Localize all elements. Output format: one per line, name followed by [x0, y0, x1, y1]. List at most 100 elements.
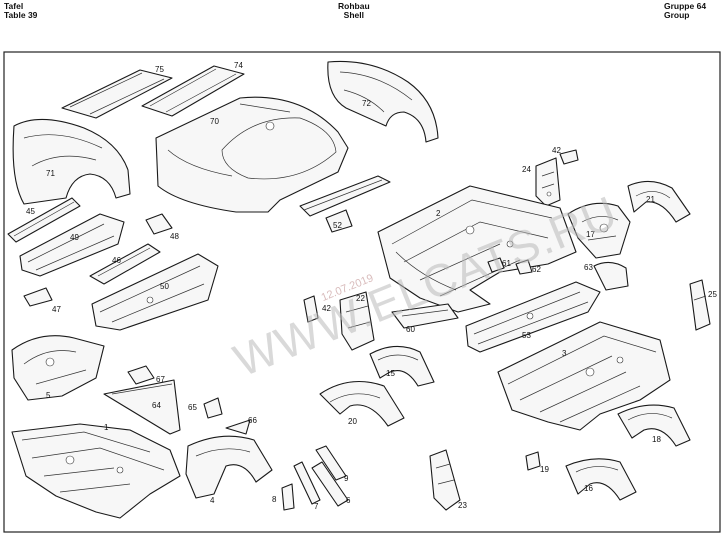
callout-73: 74	[234, 61, 243, 70]
group-label-en: Group	[664, 10, 690, 20]
callout-17: 17	[586, 230, 595, 239]
callout-9: 9	[344, 474, 349, 483]
part-73-roof-panel[interactable]	[141, 65, 245, 117]
part-60-bracket[interactable]	[391, 303, 459, 329]
part-49-channel[interactable]	[19, 213, 125, 277]
callout-1: 1	[104, 423, 109, 432]
part-8-bracket[interactable]	[281, 483, 295, 511]
part-72-rear-fender[interactable]	[327, 60, 439, 143]
part-74-roof-panel[interactable]	[61, 69, 173, 119]
callout-65: 65	[188, 403, 197, 412]
callout-labels: 75 74 70 71 72 42 24 21 17 2 52 45 49 48…	[26, 61, 717, 511]
callout-52: 52	[333, 221, 342, 230]
callout-24: 24	[522, 165, 531, 174]
page-title-de: Rohbau	[338, 1, 370, 11]
group-label-de: Gruppe	[664, 1, 695, 11]
part-42-bracket-middle[interactable]	[303, 295, 319, 323]
part-16-wheel-arch[interactable]	[565, 458, 637, 501]
callout-71: 71	[46, 169, 55, 178]
part-21-wheel-arch[interactable]	[627, 180, 691, 223]
part-67-bracket[interactable]	[225, 419, 251, 435]
part-9-strut[interactable]	[315, 445, 347, 481]
part-64-bar[interactable]	[103, 379, 181, 435]
part-50-rear-panel[interactable]	[91, 253, 219, 331]
callout-46: 46	[112, 256, 121, 265]
part-19-block[interactable]	[525, 451, 541, 471]
callout-3: 3	[562, 349, 567, 358]
part-75-sill[interactable]	[299, 175, 391, 217]
diagram-frame	[3, 51, 721, 533]
part-4-wheelhouse[interactable]	[185, 435, 273, 499]
part-25-bracket[interactable]	[689, 279, 711, 331]
part-71-front-fender[interactable]	[12, 118, 131, 205]
callout-45: 45	[26, 207, 35, 216]
callout-42-top: 42	[552, 146, 561, 155]
callout-18: 18	[652, 435, 661, 444]
callout-20: 20	[348, 417, 357, 426]
part-65-block[interactable]	[203, 397, 223, 419]
callout-66: 67	[156, 375, 165, 384]
part-6-strut[interactable]	[311, 461, 349, 507]
callout-15: 15	[386, 369, 395, 378]
callout-22: 22	[356, 294, 365, 303]
callout-49: 49	[70, 233, 79, 242]
callout-6: 6	[346, 496, 351, 505]
part-48-plate[interactable]	[145, 213, 173, 235]
callout-70: 70	[210, 117, 219, 126]
part-52-plate[interactable]	[325, 209, 353, 233]
callout-21: 21	[646, 195, 655, 204]
table-label-en: Table	[4, 10, 26, 20]
part-42-bracket-top[interactable]	[559, 149, 579, 165]
part-23-pillar[interactable]	[429, 449, 461, 511]
group-label: Gruppe 64 Group	[664, 2, 706, 20]
part-1-front-frame[interactable]	[11, 423, 181, 519]
callout-23: 23	[458, 501, 467, 510]
part-18-wheel-arch[interactable]	[617, 404, 691, 447]
group-number: 64	[696, 1, 707, 11]
callout-60: 60	[406, 325, 415, 334]
part-22-pillar[interactable]	[339, 291, 375, 351]
callout-64: 64	[152, 401, 161, 410]
callout-19: 19	[540, 465, 549, 474]
part-62-fitting[interactable]	[515, 259, 533, 275]
part-17-side-panel[interactable]	[567, 202, 631, 259]
part-2-front-frame[interactable]	[377, 185, 577, 313]
callout-25: 25	[708, 290, 717, 299]
table-label: Tafel Table 39	[4, 2, 37, 20]
callout-2: 2	[436, 209, 441, 218]
callout-63: 63	[584, 263, 593, 272]
part-20-wheel-arch[interactable]	[319, 381, 405, 427]
callout-50: 50	[160, 282, 169, 291]
part-24-pillar[interactable]	[535, 157, 561, 207]
callout-8: 8	[272, 495, 277, 504]
part-7-strut[interactable]	[293, 461, 321, 505]
callout-48: 48	[170, 232, 179, 241]
page-title: Rohbau Shell	[338, 2, 370, 20]
part-15-wheel-arch[interactable]	[369, 345, 435, 387]
callout-4: 4	[210, 496, 215, 505]
table-number: 39	[27, 10, 38, 20]
part-46-cross-member[interactable]	[89, 243, 161, 285]
part-53-beam[interactable]	[465, 281, 601, 353]
callout-7: 7	[314, 502, 319, 511]
part-45-strip[interactable]	[7, 197, 81, 243]
callout-74: 75	[155, 65, 164, 74]
part-63-bracket[interactable]	[593, 261, 629, 291]
part-47-plate[interactable]	[23, 287, 53, 307]
callout-5: 5	[46, 391, 51, 400]
part-61-fitting[interactable]	[487, 257, 505, 273]
part-70-rear-body[interactable]	[155, 96, 349, 213]
callout-16: 16	[584, 484, 593, 493]
callout-67: 66	[248, 416, 257, 425]
callout-47: 47	[52, 305, 61, 314]
part-3-rear-frame[interactable]	[497, 321, 671, 431]
callout-53: 53	[522, 331, 531, 340]
callout-62: 62	[532, 265, 541, 274]
table-label-de: Tafel	[4, 1, 24, 11]
page-title-en: Shell	[343, 10, 364, 20]
part-66-plate[interactable]	[127, 365, 155, 385]
callout-42-middle: 42	[322, 304, 331, 313]
part-5-wheelhouse[interactable]	[11, 335, 105, 401]
callout-61: 61	[502, 259, 511, 268]
